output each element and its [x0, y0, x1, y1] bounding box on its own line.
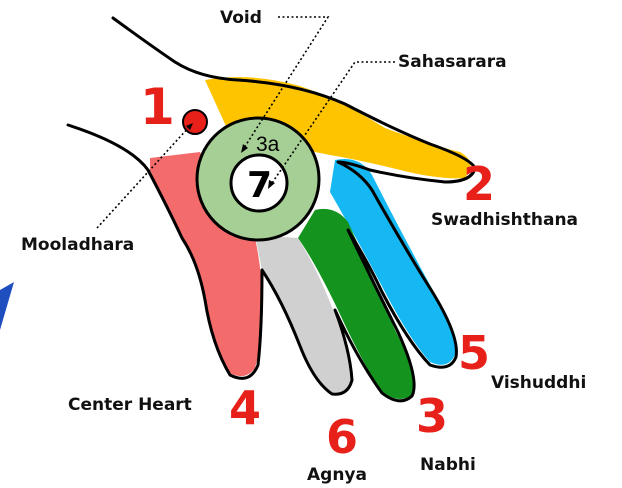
- mooladhara-label: Mooladhara: [21, 235, 134, 255]
- swadhishthana-number: 2: [463, 157, 495, 211]
- vishuddhi-number: 5: [458, 326, 490, 380]
- void-ring-number: 3a: [256, 133, 280, 156]
- void-label: Void: [220, 8, 262, 28]
- mooladhara-number: 1: [140, 78, 175, 136]
- swadhishthana-label: Swadhishthana: [431, 210, 578, 230]
- nabhi-label: Nabhi: [420, 455, 476, 475]
- center-heart-label: Center Heart: [68, 395, 192, 415]
- nabhi-number: 3: [416, 389, 448, 443]
- agnya-label: Agnya: [307, 465, 367, 485]
- sahasrara-number: 7: [247, 165, 272, 206]
- agnya-number: 6: [326, 410, 358, 464]
- vishuddhi-label: Vishuddhi: [491, 373, 586, 393]
- pointer-fragment: [0, 282, 14, 330]
- center-heart-number: 4: [229, 381, 261, 435]
- sahasrara-label: Sahasarara: [398, 52, 507, 72]
